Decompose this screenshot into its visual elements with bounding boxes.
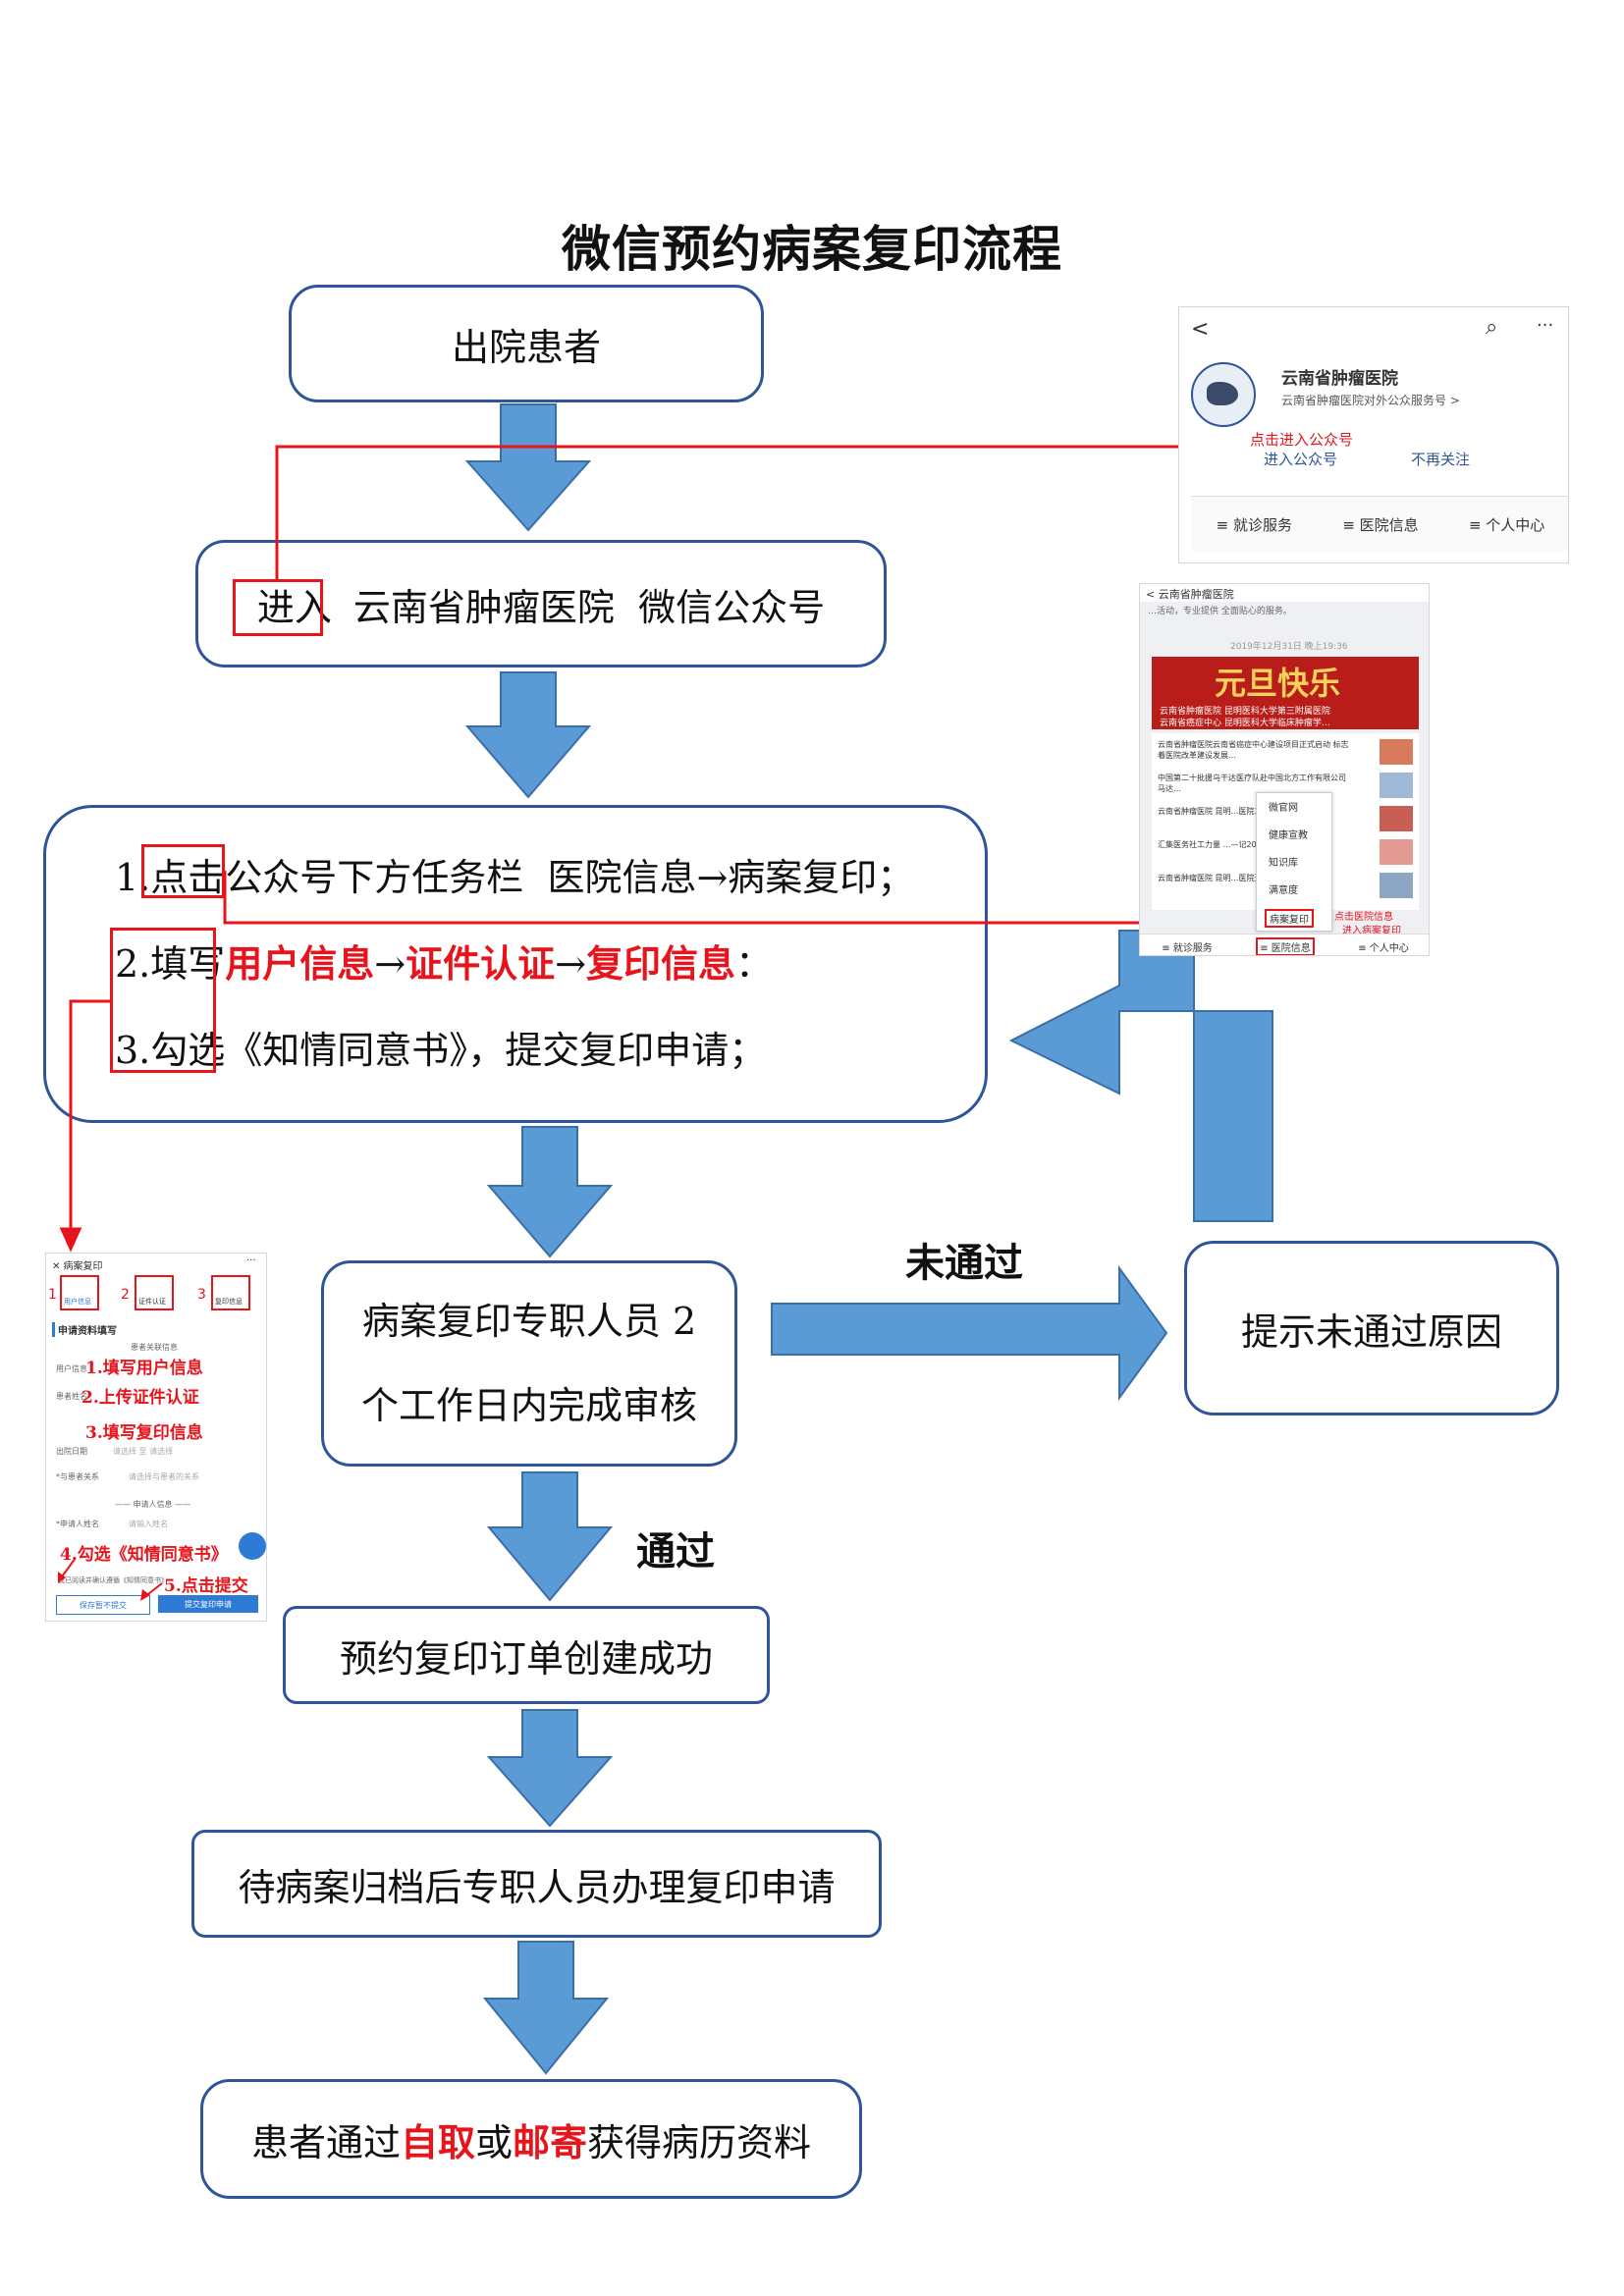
red-arrowhead-3 [59,1227,82,1253]
step-reject-reason: 提示未通过原因 [1184,1241,1559,1415]
annotation-1: 1.填写用户信息 [85,1359,203,1378]
post-date: 2019年12月31日 晚上19:36 [1230,642,1348,652]
arrow-down-3 [486,1126,614,1258]
save-draft-button[interactable]: 保存暂不提交 [56,1595,150,1615]
relation-field[interactable]: 请选择与患者的关系 [129,1472,199,1481]
menu-bar: ≡ 就诊服务 ≡ 医院信息 ≡ 个人中心 [1140,934,1429,955]
arrow-down-6 [482,1941,610,2075]
step-label: 云南省肿瘤医院 微信公众号 [352,585,826,629]
red-connector-3 [69,999,110,1239]
back-icon[interactable]: < [1191,317,1210,342]
screenshot-account-menu: < 云南省肿瘤医院 …活动，专业提供 全面贴心的服务。 2019年12月31日 … [1139,583,1430,956]
menu-hospital-info[interactable]: ≡ 医院信息 [1342,515,1419,534]
step-discharged-patient: 出院患者 [289,285,764,402]
label-passed: 通过 [636,1529,715,1575]
more-icon[interactable]: ··· [1537,315,1554,336]
enter-account-button[interactable]: 进入公众号 [1264,451,1338,468]
step-collect-records: 患者通过自取或邮寄获得病历资料 [200,2079,862,2199]
step-review: 病案复印专职人员 2 个工作日内完成审核 [321,1260,737,1467]
arrow-down-2 [464,671,592,799]
arrow-return [1008,930,1273,1222]
account-sub: 云南省肿瘤医院对外公众服务号 > [1281,394,1460,407]
page-title: 微信预约病案复印流程 [562,221,1062,278]
submit-button[interactable]: 提交复印申请 [158,1595,258,1613]
screenshot-copy-form: ✕ 病案复印 ··· 1 用户信息 2 证件认证 3 复印信息 申请资料填写 患… [45,1253,267,1622]
menu-medical-record-copy[interactable]: 病案复印 [1265,909,1314,928]
instruction-line-3: 3.勾选《知情同意书》，提交复印申请； [115,1029,767,1072]
section-title: 申请资料填写 [52,1322,117,1337]
annotation-5: 5.点击提交 [164,1576,248,1596]
consent-checkbox[interactable]: 我已阅读并确认遵循《知情同意书》 [58,1576,168,1584]
account-name: 云南省肿瘤医院 [1281,369,1398,389]
header-bar: < 云南省肿瘤医院 [1140,584,1429,602]
annotation-4: 4.勾选《知情同意书》 [60,1545,228,1565]
annotation-2: 2.上传证件认证 [81,1388,199,1408]
applicant-name-field[interactable]: 请输入姓名 [129,1520,168,1528]
annotation-3: 3.填写复印信息 [85,1423,203,1443]
step-indicators: 1 用户信息 2 证件认证 3 复印信息 [46,1275,266,1314]
search-icon[interactable]: ⌕ [1486,315,1498,340]
arrow-down-5 [486,1709,614,1828]
review-line-1: 病案复印专职人员 2 [361,1300,697,1343]
screenshot-wechat-account: < ⌕ ··· 云南省肿瘤医院 云南省肿瘤医院对外公众服务号 > 点击进入公众号… [1178,306,1569,563]
instruction-line-2: 2.填写用户信息→证件认证→复印信息： [115,941,774,986]
hospital-logo [1191,362,1256,427]
step-order-created: 预约复印订单创建成功 [283,1606,770,1704]
step-enter-wechat: 进入 云南省肿瘤医院 微信公众号 [195,540,887,667]
step-archive-copy: 待病案归档后专职人员办理复印申请 [191,1830,882,1938]
menu-personal[interactable]: ≡ 个人中心 [1468,515,1545,534]
step-label: 出院患者 [451,325,601,369]
date-range-field[interactable]: 请选择 至 请选择 [113,1447,174,1456]
menu-bar: ≡ 就诊服务 ≡ 医院信息 ≡ 个人中心 [1191,496,1568,552]
form-pointers [58,1557,163,1601]
popup-menu: 微官网 健康宣教 知识库 满意度 病案复印 [1256,792,1332,932]
arrow-down-4 [486,1471,614,1602]
new-year-banner: 元旦快乐 云南省肿瘤医院 昆明医科大学第三附属医院 云南省癌症中心 昆明医科大学… [1152,657,1419,729]
review-line-2: 个工作日内完成审核 [360,1384,697,1427]
hint-enter: 点击进入公众号 [1250,431,1354,449]
menu-hospital-info[interactable]: ≡ 医院信息 [1256,936,1315,955]
fill-select-highlight [110,928,216,1073]
unfollow-button[interactable]: 不再关注 [1411,451,1471,468]
step-instructions: 1.点击公众号下方任务栏 医院信息→病案复印； 2.填写用户信息→证件认证→复印… [43,805,988,1123]
label-not-passed: 未通过 [905,1241,1023,1286]
red-connector-1 [275,445,1227,579]
form-header: ✕ 病案复印 [52,1261,103,1272]
arrow-right-fail [771,1264,1168,1402]
enter-highlight [233,579,323,636]
menu-service[interactable]: ≡ 就诊服务 [1216,515,1292,534]
round-button[interactable] [239,1532,266,1560]
arrow-down-1 [464,403,592,532]
enter-label: 进入 [256,585,332,629]
instruction-line-1: 1.点击公众号下方任务栏 医院信息→病案复印； [115,856,915,899]
red-connector-2 [223,871,1262,925]
